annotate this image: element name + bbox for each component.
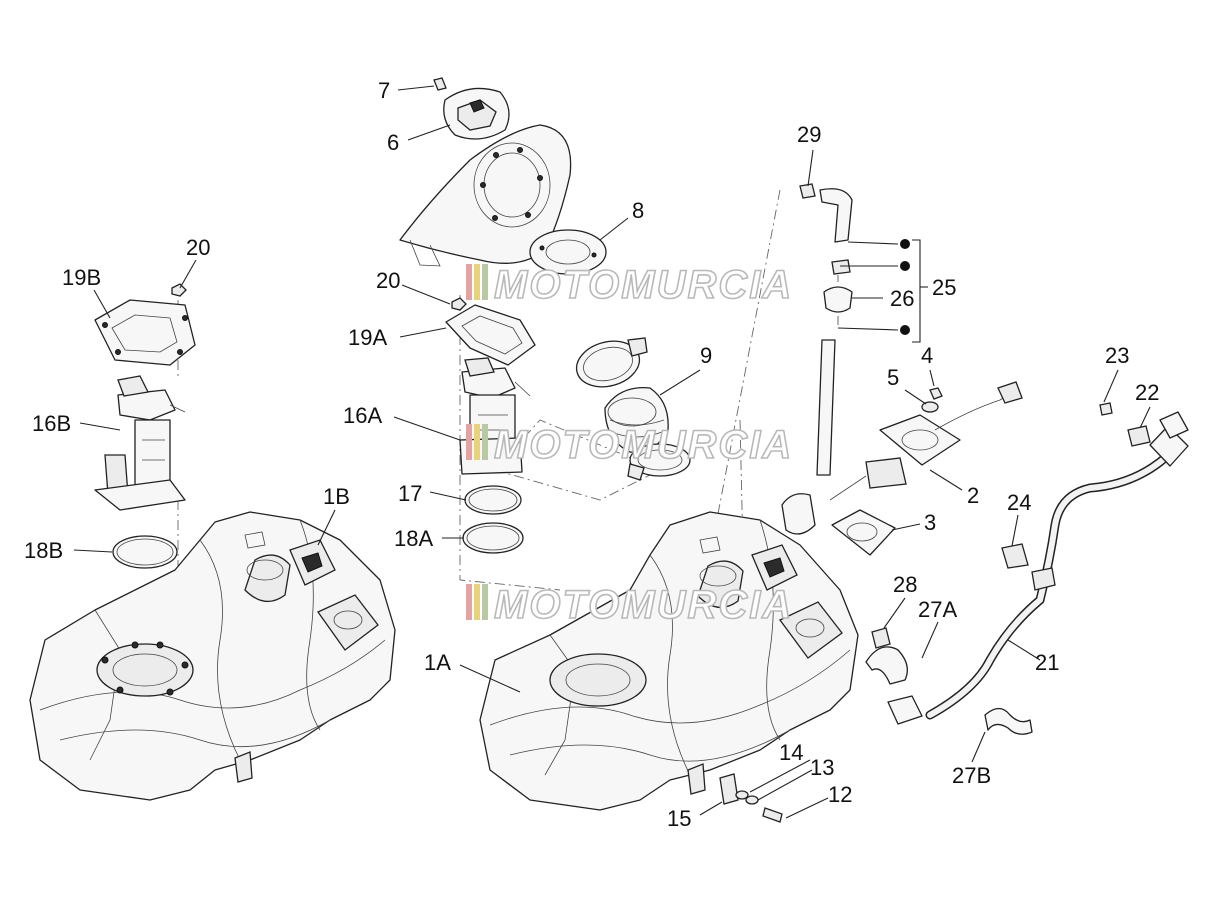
callout-labels: 7 6 29 8 20 19B 20 25 26 19A 9 4 5 23 22… (24, 78, 1159, 831)
callout-17: 17 (398, 481, 422, 506)
callout-21: 21 (1035, 650, 1059, 675)
callout-29: 29 (797, 122, 821, 147)
watermark-stripe (474, 264, 480, 300)
callout-19b: 19B (62, 265, 101, 290)
callout-18b: 18B (24, 538, 63, 563)
gasket-3 (831, 509, 896, 556)
callout-19a: 19A (348, 325, 387, 350)
washer-13 (745, 795, 759, 805)
bracket-27a (865, 646, 908, 685)
callout-25: 25 (932, 275, 956, 300)
callout-14: 14 (779, 740, 803, 765)
callout-20-center: 20 (376, 268, 400, 293)
watermark-stripe (474, 584, 480, 620)
callout-2: 2 (967, 483, 979, 508)
filler-cap-6 (443, 87, 510, 140)
hose-assembly-21 (887, 411, 1189, 725)
callout-23: 23 (1105, 343, 1129, 368)
fuel-pump-16b (94, 375, 186, 511)
clip-nut-15 (719, 773, 739, 805)
callout-15: 15 (667, 806, 691, 831)
watermark-stripe (482, 264, 488, 300)
level-sensor-2 (829, 381, 1023, 501)
o-ring-18b (112, 535, 178, 569)
callout-8: 8 (632, 198, 644, 223)
canister (781, 493, 816, 535)
callout-24: 24 (1007, 490, 1031, 515)
washer-5 (921, 401, 939, 413)
filler-panel (399, 124, 572, 267)
bracket-27b (984, 707, 1033, 735)
callout-16b: 16B (32, 411, 71, 436)
hose-clamp-upper (575, 337, 648, 388)
vent-fitting (831, 259, 851, 275)
watermark-text: MOTOMURCIA (494, 423, 793, 467)
watermark-stripe (466, 584, 472, 620)
callout-1b: 1B (323, 484, 350, 509)
fuel-tank-1a (479, 511, 859, 811)
nut-20b (171, 283, 187, 297)
callout-16a: 16A (343, 403, 382, 428)
clip-24 (1001, 543, 1029, 569)
vent-hose (816, 339, 836, 476)
filler-flange-8 (529, 229, 607, 275)
watermark-text: MOTOMURCIA (494, 583, 793, 627)
callout-13: 13 (810, 755, 834, 780)
screw-7 (433, 77, 447, 91)
watermark-text: MOTOMURCIA (494, 263, 793, 307)
callout-12: 12 (828, 782, 852, 807)
callout-7: 7 (378, 78, 390, 103)
watermark-stripe (474, 424, 480, 460)
callout-27b: 27B (952, 763, 991, 788)
nut-4 (929, 387, 943, 400)
screw-23 (1099, 402, 1113, 416)
watermark-stripe (466, 264, 472, 300)
callout-28: 28 (893, 572, 917, 597)
vent-pipe-29 (799, 183, 853, 243)
watermark-stripe (482, 584, 488, 620)
nut-20a (451, 297, 467, 311)
fuel-tank-1b (29, 511, 396, 801)
callout-27a: 27A (918, 597, 957, 622)
washer-14 (735, 790, 749, 800)
hose-clamp-lower (627, 443, 691, 481)
bolt-12 (762, 807, 783, 823)
clip-22 (1127, 425, 1151, 447)
callout-1a: 1A (424, 650, 451, 675)
o-ring-18a (462, 522, 524, 554)
watermark-stripe (466, 424, 472, 460)
gasket-19b (94, 299, 196, 366)
leader-lines (73, 85, 1151, 819)
gasket-19a (445, 304, 536, 366)
vent-valve-26 (823, 275, 853, 325)
watermark-bottom: MOTOMURCIA (466, 582, 793, 628)
watermark-stripe (482, 424, 488, 460)
o-ring-17 (464, 485, 522, 515)
callout-18a: 18A (394, 526, 433, 551)
grommet-28 (871, 627, 891, 649)
callout-26: 26 (890, 286, 914, 311)
callout-9: 9 (700, 343, 712, 368)
callout-3: 3 (924, 510, 936, 535)
callout-22: 22 (1135, 380, 1159, 405)
callout-6: 6 (387, 130, 399, 155)
callout-4: 4 (921, 343, 933, 368)
callout-20: 20 (186, 235, 210, 260)
filler-hose-9 (604, 387, 669, 453)
callout-5: 5 (887, 365, 899, 390)
watermark-middle: MOTOMURCIA (466, 422, 793, 468)
watermark-top: MOTOMURCIA (466, 262, 793, 308)
bullet-markers (900, 239, 910, 335)
